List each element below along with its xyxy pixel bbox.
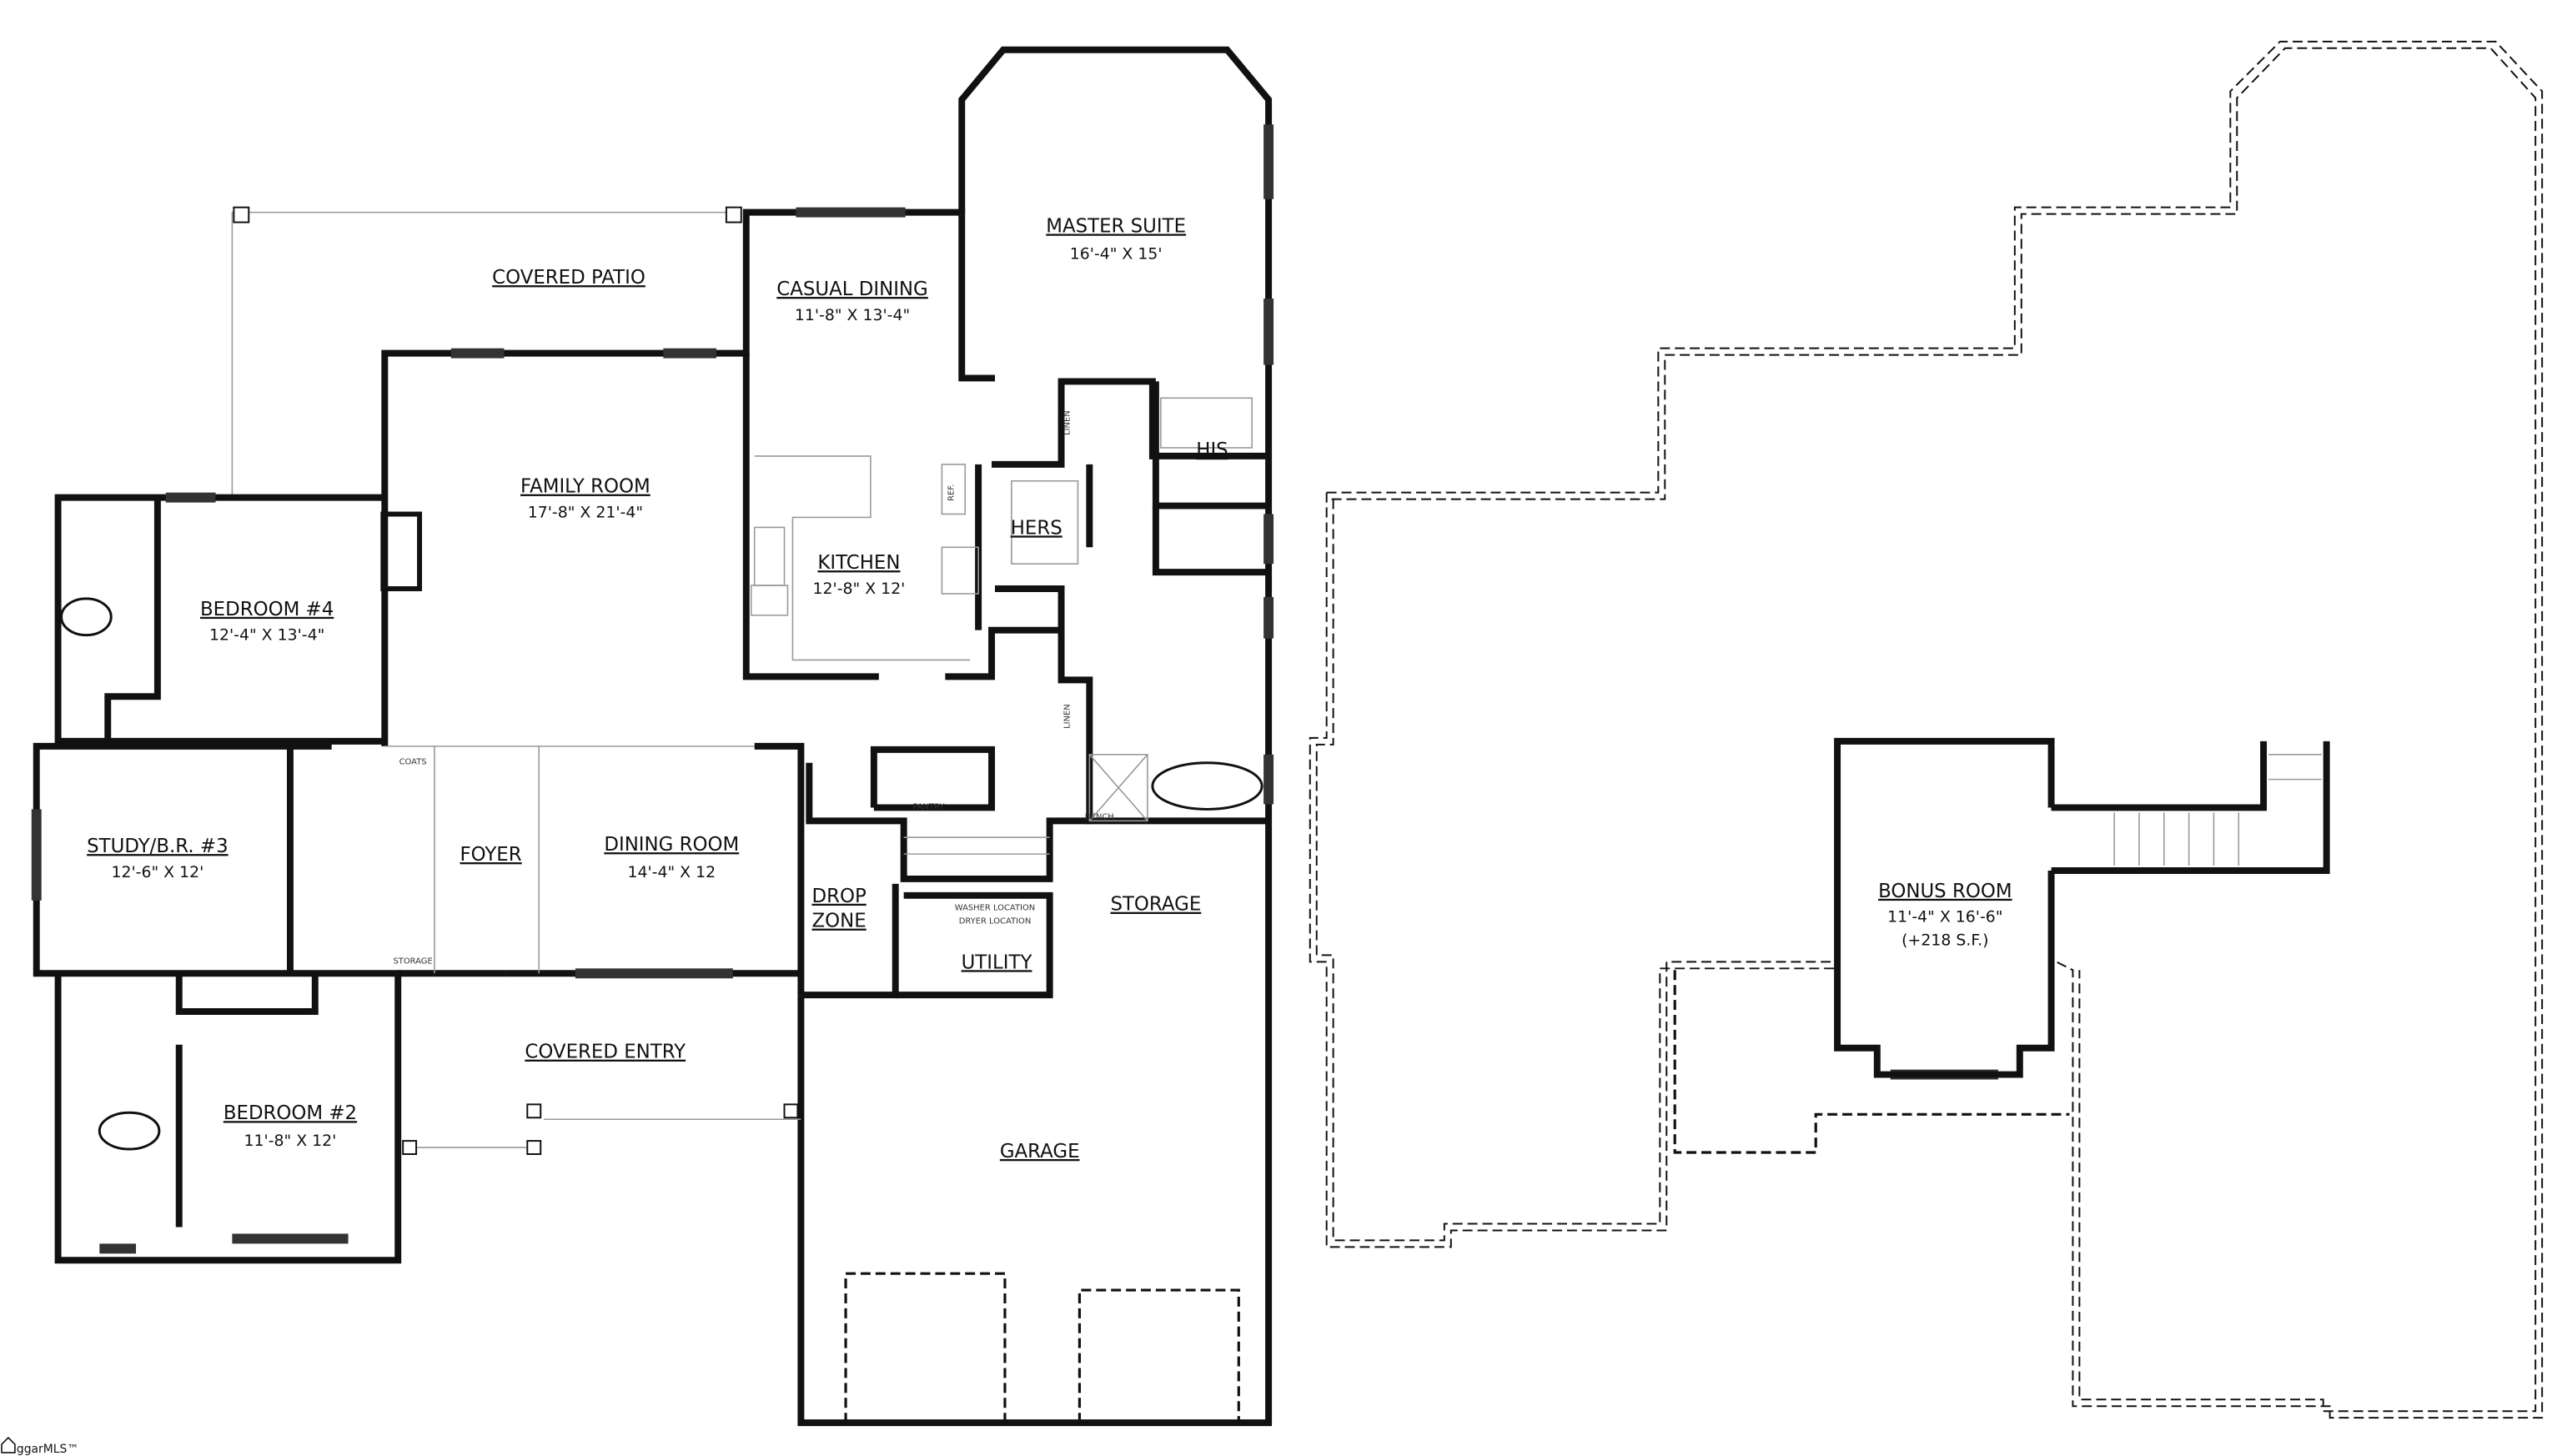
- garage-doors: [844, 1272, 1240, 1423]
- dims-master-suite: 16'-4" X 15': [1070, 244, 1163, 263]
- main-walls: [33, 46, 1273, 1427]
- label-zone: ZONE: [812, 911, 867, 932]
- label-bonus-room: BONUS ROOM: [1878, 881, 2012, 902]
- covered-patio-outline: [231, 206, 742, 498]
- label-kitchen: KITCHEN: [817, 552, 900, 574]
- label-dryer: DRYER LOCATION: [959, 917, 1032, 926]
- label-study: STUDY/B.R. #3: [87, 836, 228, 857]
- label-linen-1: LINEN: [1062, 410, 1072, 435]
- dims-dining-room: 14'-4" X 12: [627, 863, 716, 881]
- dims-family-room: 17'-8" X 21'-4": [528, 503, 643, 521]
- label-bench: BENCH: [1085, 812, 1114, 821]
- dims-study: 12'-6" X 12': [111, 863, 203, 881]
- dims-casual-dining: 11'-8" X 13'-4": [795, 306, 910, 324]
- dims-bonus-room: 11'-4" X 16'-6": [1887, 908, 2002, 926]
- label-family-room: FAMILY ROOM: [520, 476, 651, 498]
- label-pantry: PANTRY: [912, 802, 945, 811]
- dims-bedroom-2: 11'-8" X 12': [244, 1132, 337, 1150]
- label-master-suite: MASTER SUITE: [1046, 215, 1186, 237]
- upper-floor-outline: [1309, 40, 2544, 1419]
- room-labels: COVERED PATIO CASUAL DINING 11'-8" X 13'…: [87, 215, 2012, 1162]
- label-garage: GARAGE: [1000, 1141, 1080, 1162]
- label-coats: COATS: [399, 758, 427, 767]
- area-bonus-room: (+218 S.F.): [1901, 931, 1988, 949]
- label-dining-room: DINING ROOM: [604, 834, 739, 856]
- label-foyer: FOYER: [460, 844, 521, 866]
- label-linen-2: LINEN: [1062, 704, 1072, 729]
- watermark-logo: ggarMLS™: [1, 1436, 78, 1456]
- fixture-labels: COATS STORAGE PANTRY BENCH WASHER LOCATI…: [393, 410, 1113, 966]
- covered-entry-posts: [402, 1103, 801, 1155]
- label-bedroom-2: BEDROOM #2: [224, 1102, 357, 1124]
- interior-details: [60, 397, 1263, 1151]
- label-bedroom-4: BEDROOM #4: [200, 599, 334, 620]
- label-utility: UTILITY: [962, 951, 1033, 973]
- windows: [31, 124, 1998, 1254]
- label-ref: REF.: [947, 484, 956, 500]
- label-drop: DROP: [811, 886, 866, 907]
- label-washer: WASHER LOCATION: [955, 904, 1035, 913]
- label-storage-small: STORAGE: [393, 956, 432, 966]
- label-covered-entry: COVERED ENTRY: [525, 1042, 686, 1063]
- watermark-text: ggarMLS™: [17, 1443, 78, 1456]
- label-his: HIS: [1196, 439, 1228, 461]
- bonus-room-walls: [1834, 737, 2330, 1078]
- label-hers: HERS: [1011, 517, 1062, 539]
- label-covered-patio: COVERED PATIO: [492, 267, 646, 289]
- dims-kitchen: 12'-8" X 12': [813, 580, 906, 598]
- dims-bedroom-4: 12'-4" X 13'-4": [209, 626, 324, 645]
- label-storage: STORAGE: [1110, 894, 1201, 916]
- label-casual-dining: CASUAL DINING: [776, 279, 927, 300]
